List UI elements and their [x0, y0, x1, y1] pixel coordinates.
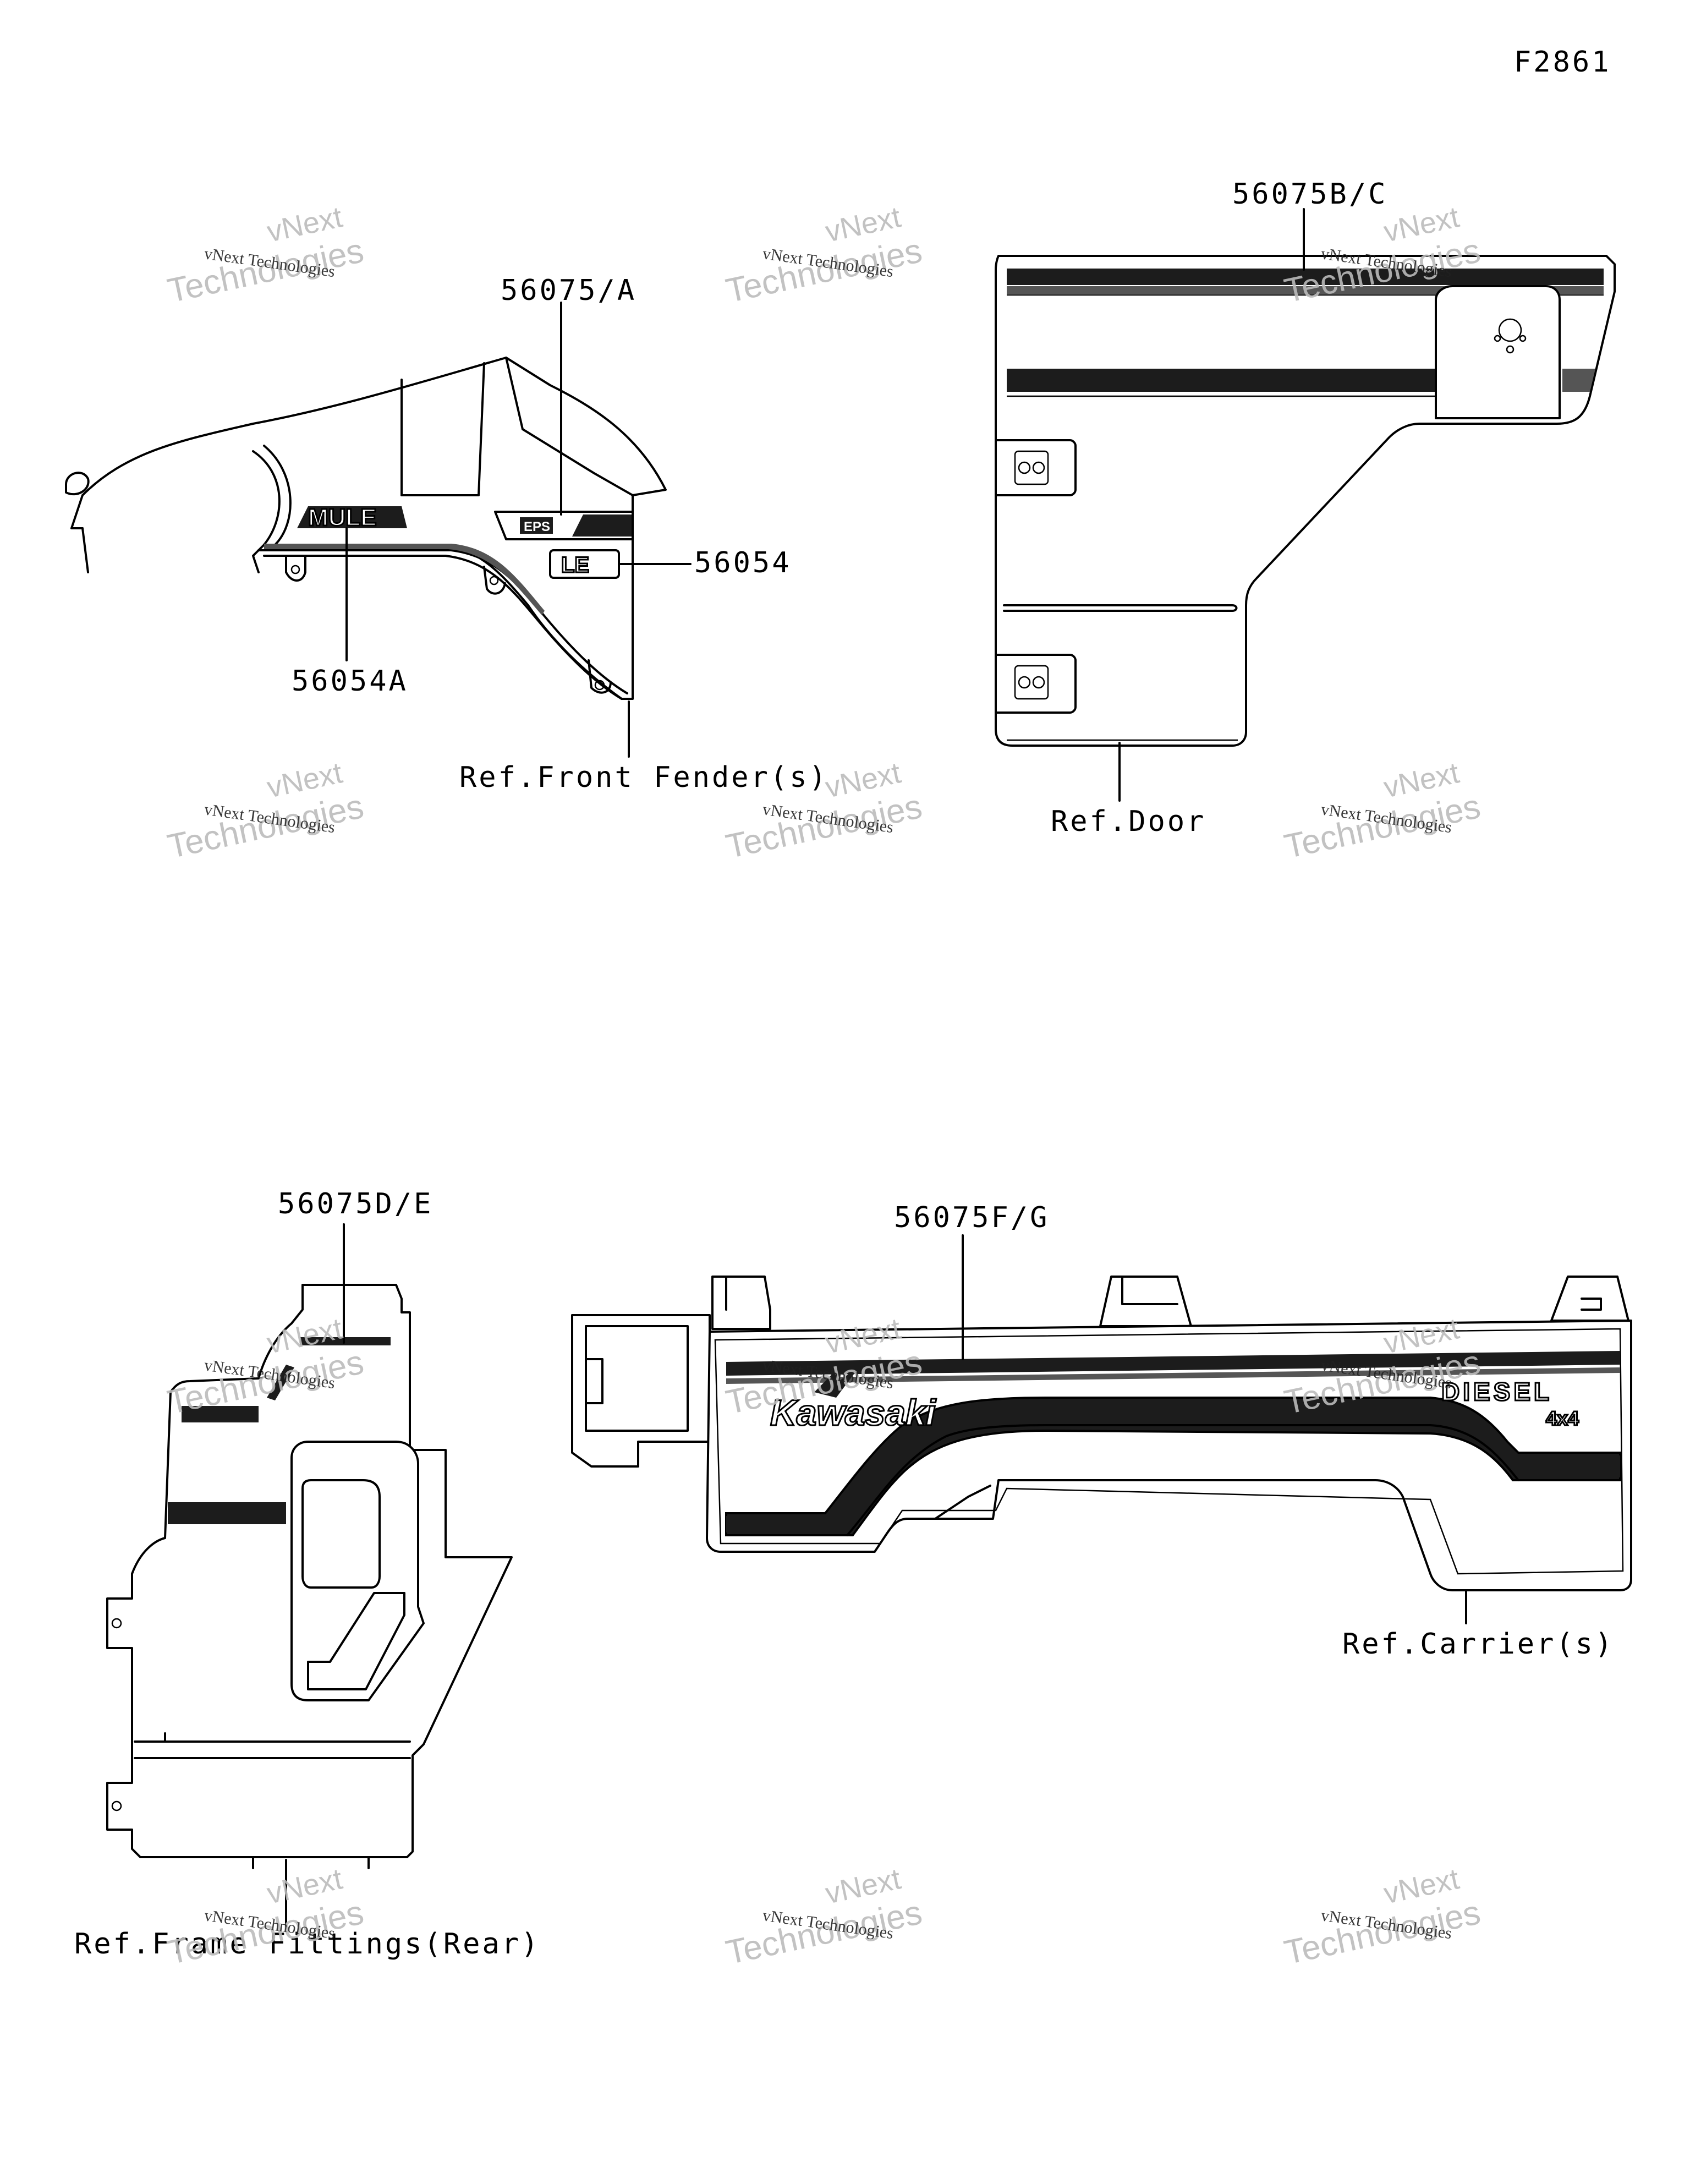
carrier-assembly: Kawasaki DIESEL 4x4 [571, 1276, 1632, 1591]
watermark: vNext Technologies vNext Technologies [723, 1862, 925, 1972]
mule-decal: MULE [297, 503, 407, 532]
ref-door: Ref.Door [1051, 805, 1206, 838]
watermark: vNext Technologies vNext Technologies [1281, 1862, 1484, 1972]
label-mule-decal: 56054A [292, 665, 408, 698]
label-carrier-decal: 56075F/G [894, 1201, 1049, 1234]
watermark: vNext Technologies vNext Technologies [1281, 756, 1484, 866]
diesel-decal-text: DIESEL [1441, 1377, 1552, 1406]
le-decal: LE [549, 549, 620, 579]
ref-carrier: Ref.Carrier(s) [1342, 1628, 1614, 1661]
door-assembly [995, 255, 1616, 747]
le-decal-text: LE [561, 553, 589, 577]
drive-decal-text: 4x4 [1546, 1407, 1579, 1430]
label-door-decal: 56075B/C [1232, 178, 1387, 211]
eps-decal-text: EPS [524, 519, 550, 534]
watermark: vNext Technologies vNext Technologies [164, 756, 367, 866]
eps-decal: EPS [494, 511, 634, 540]
watermark: vNext Technologies vNext Technologies [164, 200, 367, 310]
label-fender-decal: 56075/A [501, 274, 637, 307]
watermark: vNext Technologies vNext Technologies [723, 200, 925, 310]
kawasaki-logo-text: Kawasaki [770, 1392, 937, 1433]
label-rear-frame-decal: 56075D/E [278, 1187, 433, 1220]
kawasaki-logo: Kawasaki [770, 1365, 937, 1434]
mule-decal-text: MULE [308, 504, 377, 531]
front-fender-assembly: MULE EPS LE [65, 357, 667, 700]
ref-frame-fittings: Ref.Frame Fittings(Rear) [74, 1928, 540, 1961]
label-le-decal: 56054 [694, 546, 792, 579]
rear-frame-fittings-assembly [106, 1284, 513, 1869]
diesel-decal: DIESEL 4x4 [1441, 1377, 1580, 1431]
ref-front-fender: Ref.Front Fender(s) [459, 761, 828, 794]
figure-code: F2861 [1514, 46, 1611, 79]
